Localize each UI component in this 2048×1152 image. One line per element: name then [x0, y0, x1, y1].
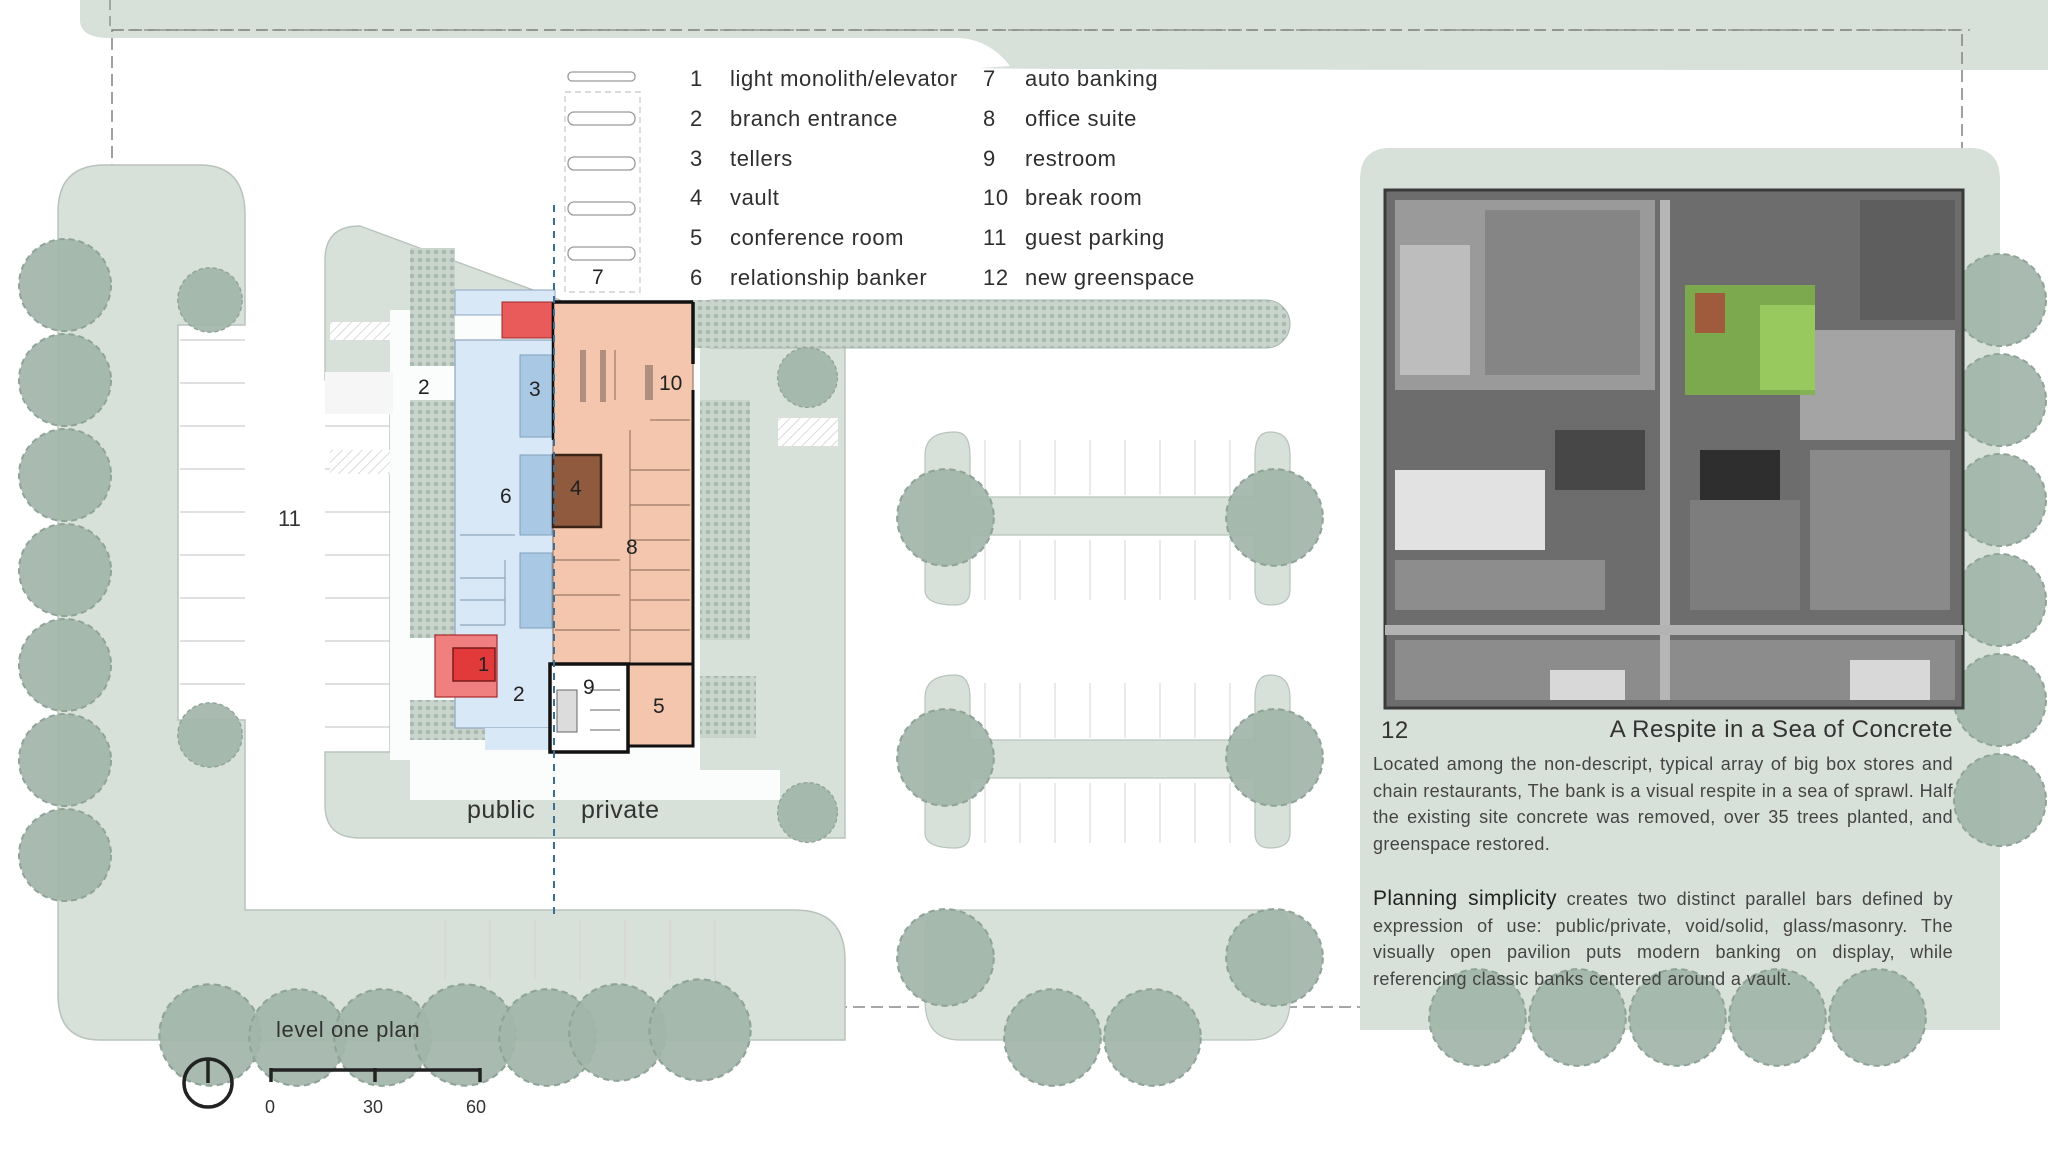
- plan-label-5: 5: [653, 695, 665, 718]
- aerial-photo: [1383, 188, 1965, 710]
- description-paragraph-1: Located among the non-descript, typical …: [1373, 754, 1953, 854]
- north-arrow: [182, 1057, 234, 1109]
- photo-title: A Respite in a Sea of Concrete: [1609, 716, 1953, 743]
- planting-bed-west: [410, 248, 455, 366]
- drive-lane-cars: [567, 71, 636, 261]
- auto-banking-canopy: [689, 299, 1291, 349]
- private-bar: [551, 300, 695, 665]
- scale-tick-30: 30: [363, 1097, 384, 1117]
- description-paragraph-2: Planning simplicity creates two distinct…: [1373, 886, 1953, 992]
- scale-tick-60: 60: [466, 1097, 487, 1117]
- plan-label-7: 7: [592, 266, 604, 289]
- plan-label-8: 8: [626, 536, 638, 559]
- plan-label-9: 9: [583, 676, 595, 699]
- photo-number: 12: [1381, 717, 1409, 744]
- plan-label-11: 11: [278, 506, 301, 531]
- scale-bar: [269, 1068, 482, 1082]
- plan-label-2-main: 2: [513, 683, 525, 706]
- plan-label-2-side: 2: [418, 376, 430, 399]
- plan-label-1: 1: [478, 654, 490, 676]
- plan-label-4: 4: [570, 477, 582, 500]
- zone-label-private: private: [581, 796, 660, 824]
- left-greenbelt: [57, 164, 846, 1041]
- paragraph-lead: Planning simplicity: [1373, 887, 1557, 910]
- planting-bed-east: [700, 400, 750, 640]
- plan-title: level one plan: [276, 1017, 421, 1042]
- zone-label-public: public: [467, 796, 536, 824]
- top-road: [80, 0, 2048, 70]
- paragraph-body: creates two distinct parallel bars defin…: [1373, 889, 1953, 989]
- scale-tick-0: 0: [265, 1097, 276, 1117]
- plan-label-6: 6: [500, 485, 512, 508]
- plan-label-10: 10: [659, 372, 683, 395]
- plan-label-3: 3: [529, 378, 541, 401]
